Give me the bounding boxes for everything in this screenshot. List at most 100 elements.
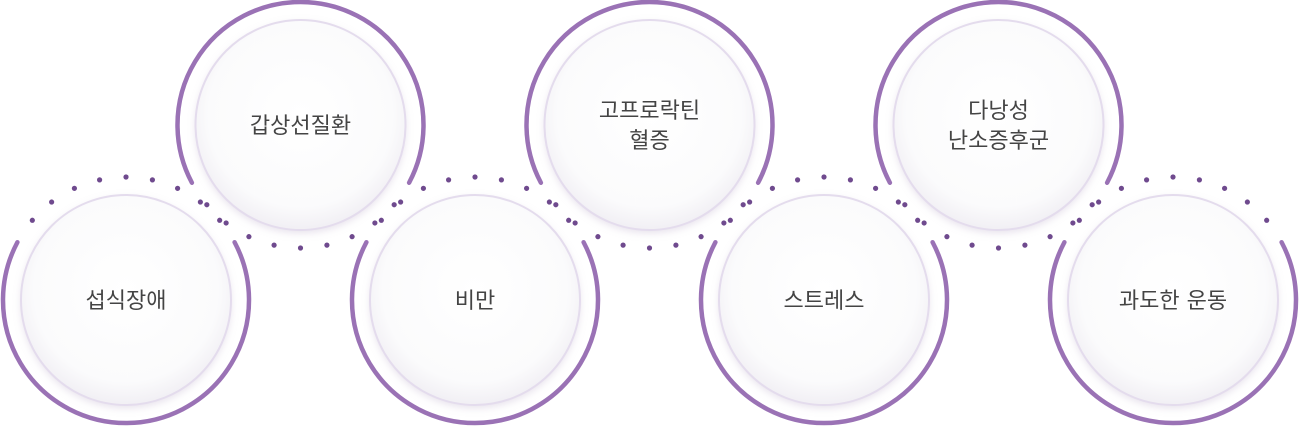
connector-dot xyxy=(747,199,753,205)
connector-dot xyxy=(572,220,578,226)
connector-dot xyxy=(472,174,478,180)
connector-dot xyxy=(794,177,801,183)
connector-dot xyxy=(391,202,397,208)
node-inner-ring xyxy=(1067,194,1279,406)
connector-dot xyxy=(1047,234,1053,240)
connector-dot xyxy=(223,220,229,226)
condition-node-stress: 스트레스 xyxy=(698,194,950,426)
connector-dot xyxy=(372,220,378,226)
connector-dot xyxy=(646,245,653,251)
connector-dot xyxy=(204,202,210,208)
connector-dot xyxy=(1096,199,1102,205)
connector-dot xyxy=(1143,177,1150,183)
connector-dot xyxy=(727,217,733,223)
dotted-connectors xyxy=(29,174,1270,251)
connector-dot xyxy=(174,185,181,191)
connector-dot xyxy=(698,234,704,240)
condition-node-seopsik: 섭식장애 xyxy=(0,194,252,426)
connector-dot xyxy=(902,202,908,208)
connector-dot xyxy=(1170,174,1176,180)
node-label-line: 섭식장애 xyxy=(86,289,167,314)
node-inner-ring xyxy=(20,194,232,406)
node-ring-arc xyxy=(698,240,950,426)
connector-dot xyxy=(96,177,103,183)
node-label-line: 비만 xyxy=(455,289,495,314)
node-bubble xyxy=(544,20,755,230)
connector-dot xyxy=(969,242,975,248)
node-bubble xyxy=(1068,195,1278,405)
node-label-line: 고프로락틴 xyxy=(599,99,700,124)
connector-dot xyxy=(595,234,601,240)
node-ring-arc xyxy=(524,0,775,185)
connector-dot xyxy=(769,185,776,191)
node-ring-arc xyxy=(1047,240,1299,426)
connector-dot xyxy=(324,242,330,248)
connector-dot xyxy=(498,177,505,183)
node-bubble xyxy=(195,20,406,230)
condition-node-gapsang: 갑상선질환 xyxy=(175,0,426,231)
connector-dot xyxy=(1070,220,1076,226)
node-inner-ring xyxy=(369,194,581,406)
node-inner-ring xyxy=(194,19,407,231)
connector-dot xyxy=(847,177,854,183)
connector-dot xyxy=(420,185,427,191)
connector-dot xyxy=(915,217,921,223)
connector-dot xyxy=(445,177,452,183)
node-inner-ring xyxy=(718,194,930,406)
node-label-line: 난소증후군 xyxy=(948,129,1049,154)
node-label-line: 갑상선질환 xyxy=(250,114,351,139)
node-inner-ring xyxy=(892,19,1105,231)
connector-dot xyxy=(995,245,1002,251)
connector-dot xyxy=(821,174,827,180)
connector-dot xyxy=(1089,202,1095,208)
node-label-line: 스트레스 xyxy=(784,289,865,314)
node-inner-ring xyxy=(543,19,756,231)
connector-dot xyxy=(217,217,223,223)
connector-dot xyxy=(71,185,78,191)
connector-dot xyxy=(620,242,626,248)
connector-dot xyxy=(553,202,559,208)
connector-dot xyxy=(149,177,156,183)
connector-dot xyxy=(921,220,927,226)
connector-dot xyxy=(1264,217,1270,223)
connector-dot xyxy=(349,234,355,240)
connector-dot xyxy=(398,199,404,205)
connector-dot xyxy=(740,202,746,208)
connector-dot xyxy=(895,199,901,205)
connector-dot xyxy=(721,220,727,226)
connector-dot xyxy=(1022,242,1028,248)
connector-dot xyxy=(49,199,55,205)
connector-dot xyxy=(1221,185,1228,191)
node-bubble xyxy=(370,195,580,405)
condition-node-exercise: 과도한 운동 xyxy=(1047,194,1299,426)
node-bubble xyxy=(21,195,231,405)
connector-dot xyxy=(297,245,304,251)
connector-dot xyxy=(523,185,530,191)
connector-dot xyxy=(123,174,129,180)
connector-dot xyxy=(1118,185,1125,191)
connector-dot xyxy=(872,185,879,191)
connector-dot xyxy=(246,234,252,240)
connector-dot xyxy=(944,234,950,240)
node-label-line: 과도한 운동 xyxy=(1119,289,1227,314)
node-ring-arc xyxy=(873,0,1124,185)
node-ring-arc xyxy=(349,240,601,426)
connector-dot xyxy=(673,242,679,248)
connector-dot xyxy=(29,217,35,223)
connector-dot xyxy=(1196,177,1203,183)
connector-dot xyxy=(1076,217,1082,223)
connector-dot xyxy=(378,217,384,223)
node-bubble xyxy=(719,195,929,405)
connector-dot xyxy=(197,199,203,205)
connector-dot xyxy=(546,199,552,205)
node-label-line: 혈증 xyxy=(629,129,669,154)
connector-dot xyxy=(271,242,277,248)
node-ring-arc xyxy=(175,0,426,185)
connector-dot xyxy=(1244,199,1250,205)
connector-dot xyxy=(566,217,572,223)
node-bubble xyxy=(893,20,1104,230)
